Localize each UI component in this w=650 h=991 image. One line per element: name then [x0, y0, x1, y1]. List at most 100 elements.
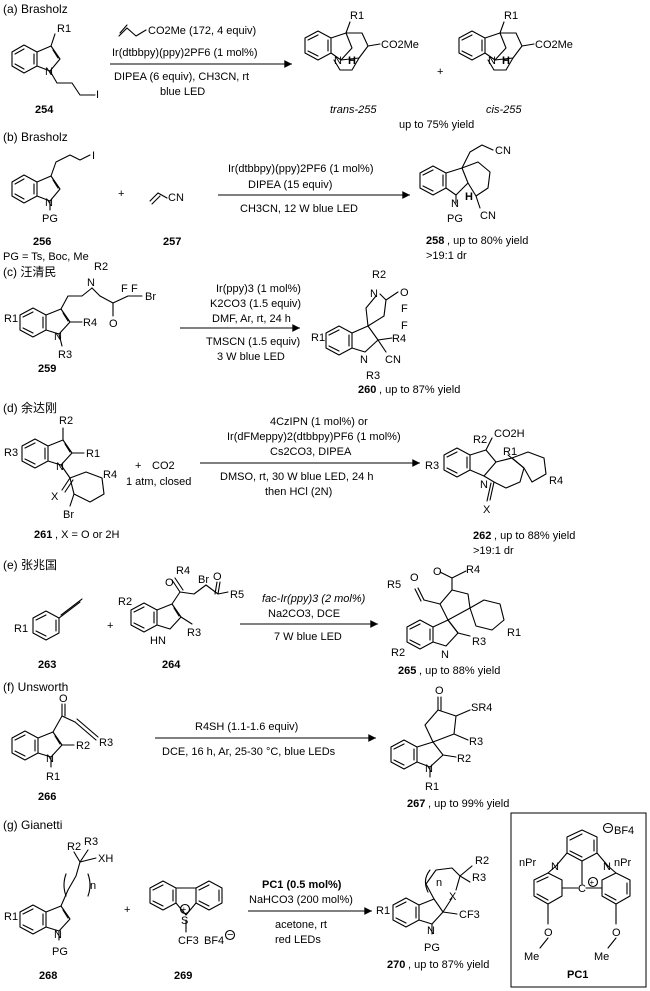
atom-c9: R4: [83, 317, 97, 329]
atom-a1: N: [45, 66, 53, 78]
atom-e9: O: [410, 572, 419, 584]
pc1-anion-charge-ring: [602, 822, 614, 834]
atom-c10: N: [370, 288, 378, 300]
section-c: (c) 汪清民 N R2 O F F Br R1 N R3 R4 259 Ir(…: [3, 261, 460, 396]
atom-c4: F: [131, 283, 138, 295]
cond-b-above-0: Ir(dtbbpy)(ppy)2PF6 (1 mol%): [228, 163, 374, 175]
alkyne-263-structure: [32, 598, 83, 641]
atom-e15: R3: [472, 636, 486, 648]
section-e: (e) 张兆国 R1 263 + R2 HN R3 R4 O Br O R5 2…: [3, 558, 521, 677]
atom-c15: R1: [311, 332, 325, 344]
atom-e2: HN: [150, 635, 166, 647]
atom-g31: Me: [594, 951, 609, 963]
indole-261-structure: [21, 427, 105, 507]
atom-e3: R3: [187, 627, 201, 639]
atom-d1: R3: [4, 447, 18, 459]
compound-label-268: 268: [39, 970, 57, 982]
catalyst-label-pc1: PC1: [567, 969, 588, 981]
atom-e16: R1: [507, 627, 521, 639]
compound-label-264: 264: [162, 659, 181, 671]
atom-a6: H: [348, 55, 356, 67]
atom-e11: O: [433, 566, 442, 578]
atom-g12: R2: [475, 855, 489, 867]
atom-d13: R4: [549, 475, 563, 487]
atom-g21: BF4: [614, 825, 634, 837]
result-d-1: >19:1 dr: [473, 545, 514, 557]
atom-f10: R1: [425, 781, 439, 793]
atom-g26: C: [578, 883, 586, 895]
atom-f8: R2: [457, 753, 471, 765]
atom-d9: CO2H: [494, 428, 525, 440]
atom-e13: R2: [391, 647, 405, 659]
product-label-258: 258: [426, 235, 444, 247]
cond-c-above-2: DMF, Ar, rt, 24 h: [212, 313, 291, 325]
atom-e8: R5: [230, 589, 244, 601]
section-g: (g) Gianetti R2 R3 XH n R1 N PG 268 +: [3, 812, 647, 988]
atom-d14: X: [483, 504, 491, 516]
atom-b0: I: [92, 150, 95, 162]
result-a-0: up to 75% yield: [399, 119, 474, 131]
cond-a-below-0: DIPEA (6 equiv), CH3CN, rt: [114, 71, 249, 83]
section-f-header: (f) Unsworth: [3, 680, 68, 694]
cond-d-below-1: then HCl (2N): [265, 486, 332, 498]
atom-e12: R4: [466, 564, 480, 576]
atom-d7: CO2: [152, 460, 175, 472]
section-b: (b) Brasholz I N PG 256 PG = Ts, Boc, Me…: [3, 130, 528, 263]
atom-d5: R4: [103, 469, 117, 481]
section-a-header: (a) Brasholz: [3, 2, 68, 16]
atom-c1: R2: [94, 261, 108, 273]
indole-259-structure: [19, 287, 143, 347]
indole-264-structure: [130, 577, 229, 633]
product-267-structure: [390, 696, 471, 778]
atom-e1: R2: [118, 596, 132, 608]
atom-c11: R2: [372, 269, 386, 281]
product-270-structure: [392, 865, 473, 935]
cond-a-above-0: CO2Me (172, 4 equiv): [148, 25, 256, 37]
atom-c14: F: [401, 320, 408, 332]
atom-b6: PG: [447, 213, 463, 225]
atom-g28: O: [544, 927, 553, 939]
atom-g20: −: [605, 822, 611, 834]
cond-c-above-0: Ir(ppy)3 (1 mol%): [216, 283, 301, 295]
atom-a8: CO2Me: [535, 39, 573, 51]
atom-b8: CN: [480, 210, 496, 222]
atom-g22: N: [551, 861, 559, 873]
atom-a2: I: [96, 89, 99, 101]
atom-a10: H: [502, 55, 510, 67]
atom-e5: O: [165, 577, 174, 589]
atom-g25: nPr: [614, 857, 631, 869]
product-label-cis-255: cis-255: [486, 104, 522, 116]
atom-f7: R3: [469, 736, 483, 748]
atom-g13: R3: [472, 872, 486, 884]
section-a: (a) Brasholz R1 N I 254 CO2Me (172, 4 eq…: [3, 2, 573, 131]
product-262-structure: [443, 437, 547, 502]
product-label-trans-255: trans-255: [330, 104, 377, 116]
atom-b7: H: [465, 191, 473, 203]
product-label-262: 262: [473, 530, 491, 542]
cond-g-above-1: NaHCO3 (200 mol%): [249, 894, 353, 906]
atom-c16: N: [360, 354, 368, 366]
atom-b5: N: [451, 198, 459, 210]
atom-a9: N: [488, 55, 496, 67]
cond-c-above-1: K2CO3 (1.5 equiv): [210, 298, 301, 310]
atom-g11: −: [227, 929, 233, 941]
atom-e14: N: [441, 649, 449, 661]
cond-f-above-0: R4SH (1.1-1.6 equiv): [195, 721, 298, 733]
atom-f3: R1: [46, 771, 60, 783]
indole-256-structure: [11, 154, 91, 211]
atom-a7: R1: [504, 10, 518, 22]
indole-266-structure: [11, 703, 99, 768]
section-g-header: (g) Gianetti: [3, 818, 62, 832]
atom-a5: N: [334, 55, 342, 67]
trans-255-structure: [304, 21, 381, 71]
atom-g2: XH: [98, 853, 113, 865]
result-d-0: , up to 88% yield: [494, 530, 575, 542]
atom-d8: R2: [473, 434, 487, 446]
atom-g15: X: [449, 891, 457, 903]
atom-d2: R1: [86, 448, 100, 460]
compound-label-263: 263: [38, 659, 56, 671]
plus-b: +: [118, 188, 124, 200]
cond-g-below-0: acetone, rt: [275, 919, 327, 931]
atom-g29: Me: [524, 951, 539, 963]
acrylonitrile-structure: [149, 192, 168, 202]
